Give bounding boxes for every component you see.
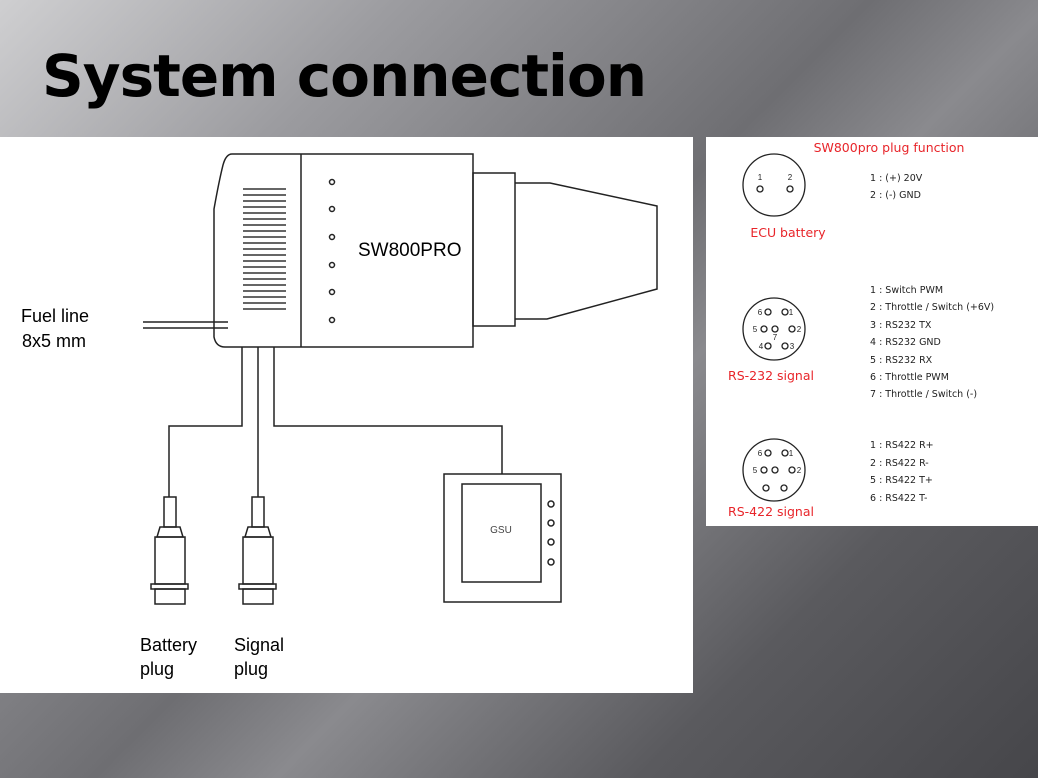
ecu-battery-label: ECU battery: [750, 225, 826, 240]
rs422-pin-6: 6 : RS422 T-: [870, 493, 927, 504]
fuel-line-size: 8x5 mm: [22, 331, 86, 351]
rs422-pin-number-2: 2: [797, 466, 802, 475]
rs232-pin-3: 3 : RS232 TX: [870, 320, 932, 331]
signal-plug-label-line2: plug: [234, 659, 268, 679]
rs232-pin-number-6: 6: [758, 308, 763, 317]
ecu-pin-number-2: 2: [788, 173, 793, 182]
rs232-pin-number-5: 5: [753, 325, 758, 334]
ecu-pin-2: 2 : (-) GND: [870, 190, 921, 201]
engine-indicator-dots: [328, 178, 336, 324]
rs232-pin-2: 2 : Throttle / Switch (+6V): [870, 302, 994, 313]
slide-title: System connection: [42, 42, 647, 110]
connection-cables: [168, 347, 503, 497]
rs232-pin-7: 7 : Throttle / Switch (-): [870, 389, 977, 400]
rs232-connector: [742, 297, 806, 361]
signal-plug-label: Signal: [234, 635, 284, 655]
plug-function-title: SW800pro plug function: [814, 140, 965, 155]
rs232-pin-4: 4 : RS232 GND: [870, 337, 941, 348]
rs422-pin-5: 5 : RS422 T+: [870, 475, 933, 486]
exhaust-nozzle: [472, 172, 658, 327]
rs422-connector: [742, 438, 806, 502]
plug-function-panel: SW800pro plug function 1 2 ECU battery 1…: [706, 137, 1038, 526]
rs422-pin-number-5: 5: [753, 466, 758, 475]
rs422-pin-number-1: 1: [789, 449, 794, 458]
ecu-pin-1: 1 : (+) 20V: [870, 173, 923, 184]
rs232-label: RS-232 signal: [728, 368, 814, 383]
rs422-pin-2: 2 : RS422 R-: [870, 458, 929, 469]
gsu-label: GSU: [490, 525, 512, 536]
rs232-pin-number-7: 7: [773, 333, 778, 342]
battery-plug-connector: [150, 496, 189, 605]
signal-plug-connector: [238, 496, 277, 605]
rs232-pin-number-4: 4: [759, 342, 764, 351]
rs232-pin-number-2: 2: [797, 325, 802, 334]
rs232-pin-number-1: 1: [789, 308, 794, 317]
cooling-vent-grill: [243, 188, 286, 310]
engine-connection-diagram: SW800PRO Fuel line 8x5 mm Battery plug S…: [0, 137, 693, 693]
rs422-label: RS-422 signal: [728, 504, 814, 519]
engine-body: [213, 153, 474, 348]
battery-plug-label-line2: plug: [140, 659, 174, 679]
fuel-line: [143, 321, 228, 329]
rs422-pin-1: 1 : RS422 R+: [870, 440, 934, 451]
ecu-battery-connector: [742, 153, 806, 217]
rs232-pin-6: 6 : Throttle PWM: [870, 372, 949, 383]
rs422-pin-number-6: 6: [758, 449, 763, 458]
gsu-unit: [443, 473, 562, 603]
rs232-pin-5: 5 : RS232 RX: [870, 355, 933, 366]
battery-plug-label: Battery: [140, 635, 197, 655]
rs232-pin-1: 1 : Switch PWM: [870, 285, 943, 296]
fuel-line-label: Fuel line: [21, 306, 89, 326]
rs232-pin-number-3: 3: [790, 342, 795, 351]
ecu-pin-number-1: 1: [758, 173, 763, 182]
engine-label: SW800PRO: [358, 240, 461, 261]
